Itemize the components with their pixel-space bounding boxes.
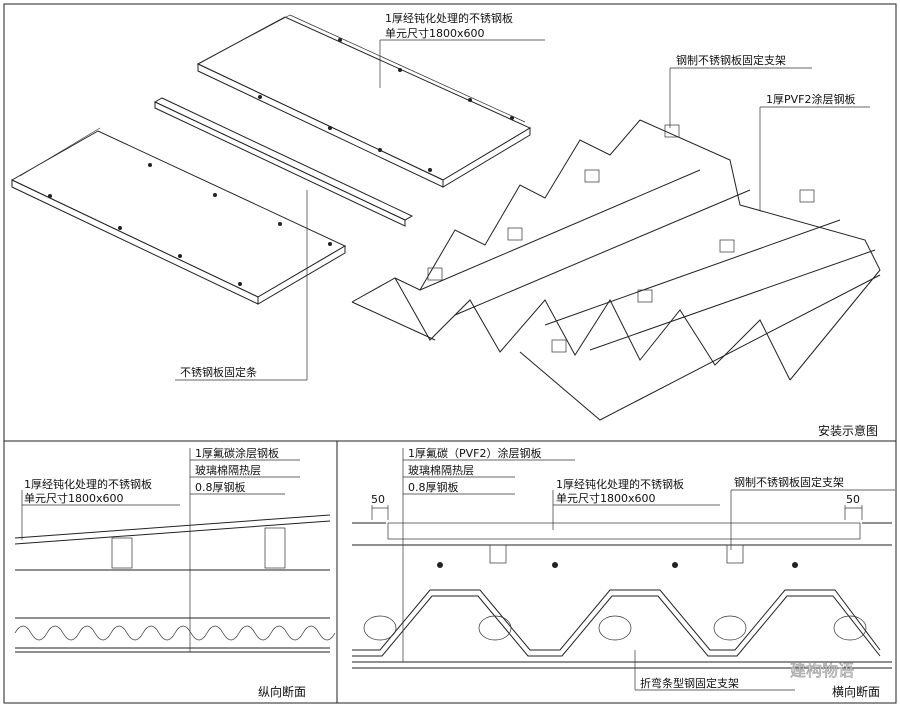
label-panel-line1: 1厚经钝化处理的不锈钢板 [385, 11, 513, 25]
right-label-f: 钢制不锈钢板固定支架 [734, 475, 844, 489]
left-label-c: 0.8厚钢板 [195, 480, 246, 494]
left-leaders [21, 448, 300, 652]
left-label-e: 单元尺寸1800x600 [24, 491, 124, 505]
right-label-e: 单元尺寸1800x600 [556, 491, 656, 505]
left-label-a: 1厚氟碳涂层钢板 [195, 446, 279, 460]
top-leaders [175, 39, 870, 381]
label-panel-line2: 单元尺寸1800x600 [385, 26, 485, 40]
label-strip: 不锈钢板固定条 [180, 365, 257, 379]
caption-longitudinal: 纵向断面 [258, 684, 306, 699]
right-dim-right: 50 [846, 493, 860, 506]
right-frame [336, 440, 897, 704]
top-panel-upper [196, 14, 532, 188]
left-label-d: 1厚经钝化处理的不锈钢板 [24, 477, 152, 491]
right-label-b: 玻璃棉隔热层 [408, 463, 474, 477]
left-label-b: 玻璃棉隔热层 [195, 463, 261, 477]
right-label-a: 1厚氟碳（PVF2）涂层钢板 [408, 446, 541, 460]
left-section [14, 514, 336, 653]
top-fixing-strip [153, 97, 414, 227]
top-panel-lower [10, 127, 347, 305]
label-bracket: 钢制不锈钢板固定支架 [676, 53, 786, 67]
right-dim-left: 50 [371, 493, 385, 506]
caption-transverse: 横向断面 [832, 684, 880, 699]
right-section [352, 522, 892, 669]
right-label-d: 1厚经钝化处理的不锈钢板 [556, 477, 684, 491]
right-label-c: 0.8厚钢板 [408, 480, 459, 494]
label-pvf2: 1厚PVF2涂层钢板 [766, 92, 855, 106]
caption-install: 安装示意图 [818, 423, 878, 438]
watermark-text: 建构物语 [790, 661, 854, 680]
top-roof-sheet [351, 119, 881, 421]
right-label-g: 折弯条型钢固定支架 [640, 676, 739, 690]
right-leaders [371, 448, 895, 691]
